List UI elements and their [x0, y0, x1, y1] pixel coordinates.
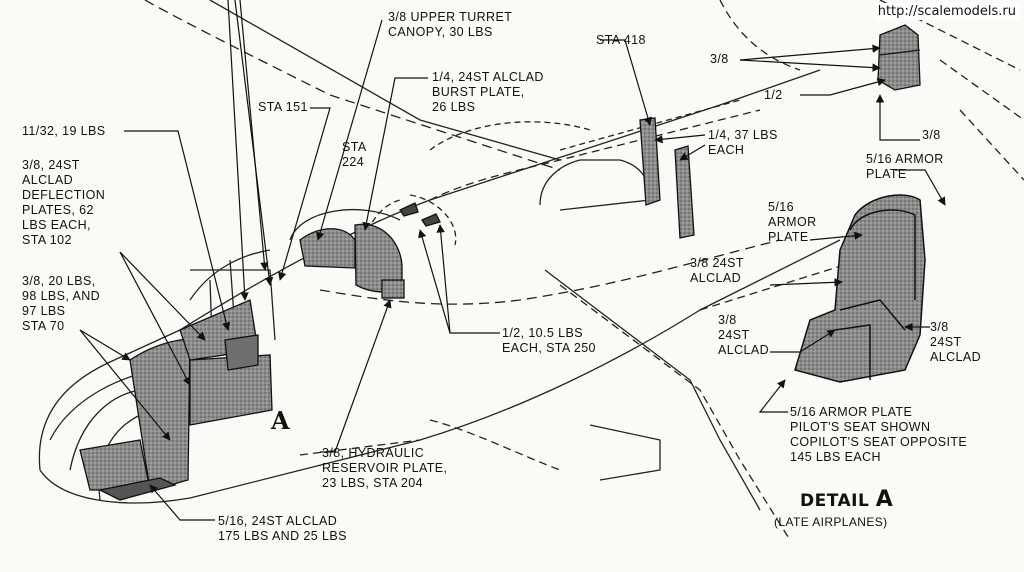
- nose-frame: [79, 299, 273, 501]
- side-plates: [639, 117, 695, 239]
- detail-marker-letter: A: [271, 406, 290, 435]
- label-tail-12: 1/2: [764, 88, 783, 102]
- detail-title-word: DETAIL: [800, 491, 870, 511]
- label-tail-38: 3/8: [710, 52, 729, 66]
- watermark[interactable]: http://scalemodels.ru: [873, 3, 1020, 20]
- detail-subtitle: (LATE AIRPLANES): [774, 515, 888, 529]
- detail-title: DETAIL A: [800, 487, 893, 512]
- detail-title-letter: A: [875, 487, 894, 512]
- label-sta-151: STA 151: [258, 100, 308, 114]
- label-sta-418: STA 418: [596, 33, 646, 47]
- leader-lines: [79, 0, 946, 521]
- turret-plates: [299, 202, 441, 299]
- label-tail-38-right: 3/8: [922, 128, 941, 142]
- label-eleven-32: 11/32, 19 LBS: [22, 124, 106, 138]
